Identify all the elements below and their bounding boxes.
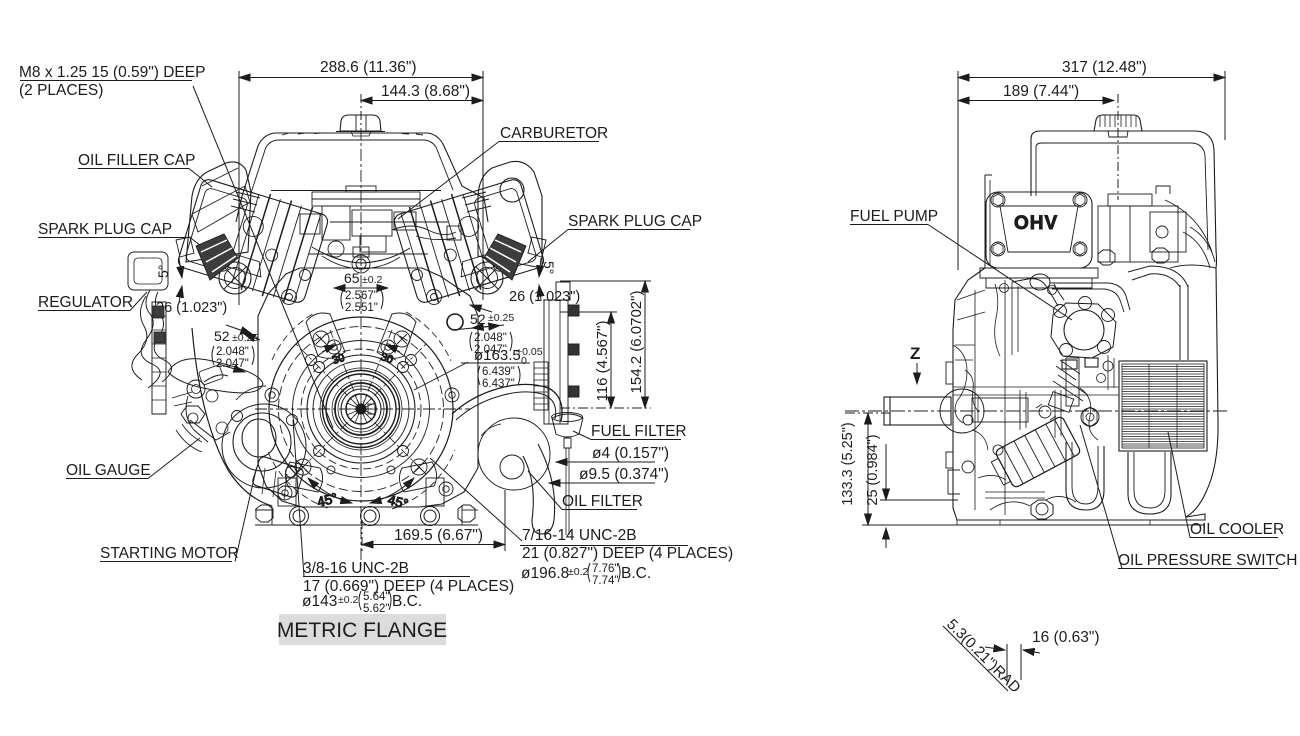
svg-text:116 (4.567"): 116 (4.567") [594, 321, 611, 402]
svg-text:26 (1.023"): 26 (1.023") [509, 289, 580, 305]
svg-text:ø4 (0.157"): ø4 (0.157") [592, 445, 669, 462]
svg-text:+0.05: +0.05 [516, 346, 543, 358]
svg-text:OIL PRESSURE SWITCH: OIL PRESSURE SWITCH [1118, 552, 1297, 569]
svg-text:30: 30 [331, 352, 346, 367]
svg-text:25 (0.984"): 25 (0.984") [865, 434, 881, 505]
svg-text:288.6 (11.36"): 288.6 (11.36") [320, 59, 417, 76]
svg-text:SPARK PLUG CAP: SPARK PLUG CAP [568, 213, 702, 230]
svg-text:7/16-14 UNC-2B: 7/16-14 UNC-2B [522, 527, 637, 544]
svg-text:(2 PLACES): (2 PLACES) [19, 82, 103, 99]
svg-text:6.439": 6.439" [482, 366, 515, 378]
svg-text:Z: Z [910, 344, 920, 363]
svg-text:169.5 (6.67"): 169.5 (6.67") [394, 527, 483, 544]
svg-text:17 (0.669") DEEP (4 PLACES): 17 (0.669") DEEP (4 PLACES) [303, 578, 514, 595]
svg-text:5.64": 5.64" [363, 591, 389, 603]
svg-text:SPARK PLUG CAP: SPARK PLUG CAP [38, 221, 172, 238]
svg-text:2.047": 2.047" [216, 358, 249, 370]
svg-text:OIL FILTER: OIL FILTER [562, 493, 643, 510]
svg-text:2.048": 2.048" [216, 346, 249, 358]
svg-text:133.3 (5.25"): 133.3 (5.25") [840, 422, 856, 505]
svg-text:OIL GAUGE: OIL GAUGE [66, 462, 151, 479]
svg-text:ø196.8: ø196.8 [521, 565, 569, 582]
svg-text:CARBURETOR: CARBURETOR [500, 125, 608, 142]
svg-text:5.62": 5.62" [363, 603, 389, 615]
svg-text:B.C.: B.C. [392, 593, 422, 610]
svg-text:16 (0.63"): 16 (0.63") [1032, 629, 1100, 646]
svg-text:45°: 45° [316, 490, 339, 509]
svg-text:144.3 (8.68"): 144.3 (8.68") [381, 83, 470, 100]
svg-text:26 (1.023"): 26 (1.023") [156, 300, 227, 316]
svg-text:5.3(0.21")RAD: 5.3(0.21")RAD [943, 616, 1024, 697]
svg-text:OIL FILLER CAP: OIL FILLER CAP [78, 152, 195, 169]
svg-text:0: 0 [521, 355, 527, 367]
svg-text:REGULATOR: REGULATOR [38, 294, 133, 311]
svg-text:7.74": 7.74" [592, 575, 618, 587]
svg-text:OHV: OHV [1014, 213, 1058, 234]
svg-text:52: 52 [214, 328, 230, 344]
svg-text:45°: 45° [386, 492, 409, 511]
svg-text:METRIC FLANGE: METRIC FLANGE [277, 619, 447, 642]
svg-text:STARTING MOTOR: STARTING MOTOR [100, 545, 239, 562]
svg-text:OIL COOLER: OIL COOLER [1190, 521, 1284, 538]
svg-text:±0.25: ±0.25 [488, 312, 514, 324]
svg-text:5°: 5° [541, 261, 557, 274]
svg-text:21 (0.827") DEEP (4 PLACES): 21 (0.827") DEEP (4 PLACES) [522, 545, 733, 562]
svg-text:2.047": 2.047" [474, 344, 507, 356]
svg-text:189 (7.44"): 189 (7.44") [1003, 83, 1079, 100]
svg-text:FUEL PUMP: FUEL PUMP [850, 208, 938, 225]
svg-text:ø9.5 (0.374"): ø9.5 (0.374") [579, 466, 669, 483]
svg-text:±0.2: ±0.2 [362, 274, 383, 286]
svg-text:30: 30 [379, 351, 394, 366]
svg-text:3/8-16 UNC-2B: 3/8-16 UNC-2B [303, 560, 409, 577]
svg-text:±0.2: ±0.2 [338, 594, 359, 606]
svg-text:FUEL FILTER: FUEL FILTER [591, 423, 687, 440]
svg-text:±0.25: ±0.25 [232, 332, 258, 344]
svg-text:7.76": 7.76" [592, 563, 618, 575]
svg-text:154.2 (6.0702"): 154.2 (6.0702") [628, 291, 645, 394]
svg-text:317 (12.48"): 317 (12.48") [1062, 59, 1147, 76]
svg-text:2.048": 2.048" [474, 332, 507, 344]
svg-text:B.C.: B.C. [621, 565, 651, 582]
svg-text:5°: 5° [155, 265, 171, 278]
svg-text:ø163.5: ø163.5 [474, 347, 521, 364]
svg-text:M8 x 1.25 15 (0.59") DEEP: M8 x 1.25 15 (0.59") DEEP [19, 64, 205, 81]
svg-text:ø143: ø143 [302, 593, 337, 610]
svg-text:±0.2: ±0.2 [568, 566, 589, 578]
svg-text:65: 65 [344, 270, 360, 286]
